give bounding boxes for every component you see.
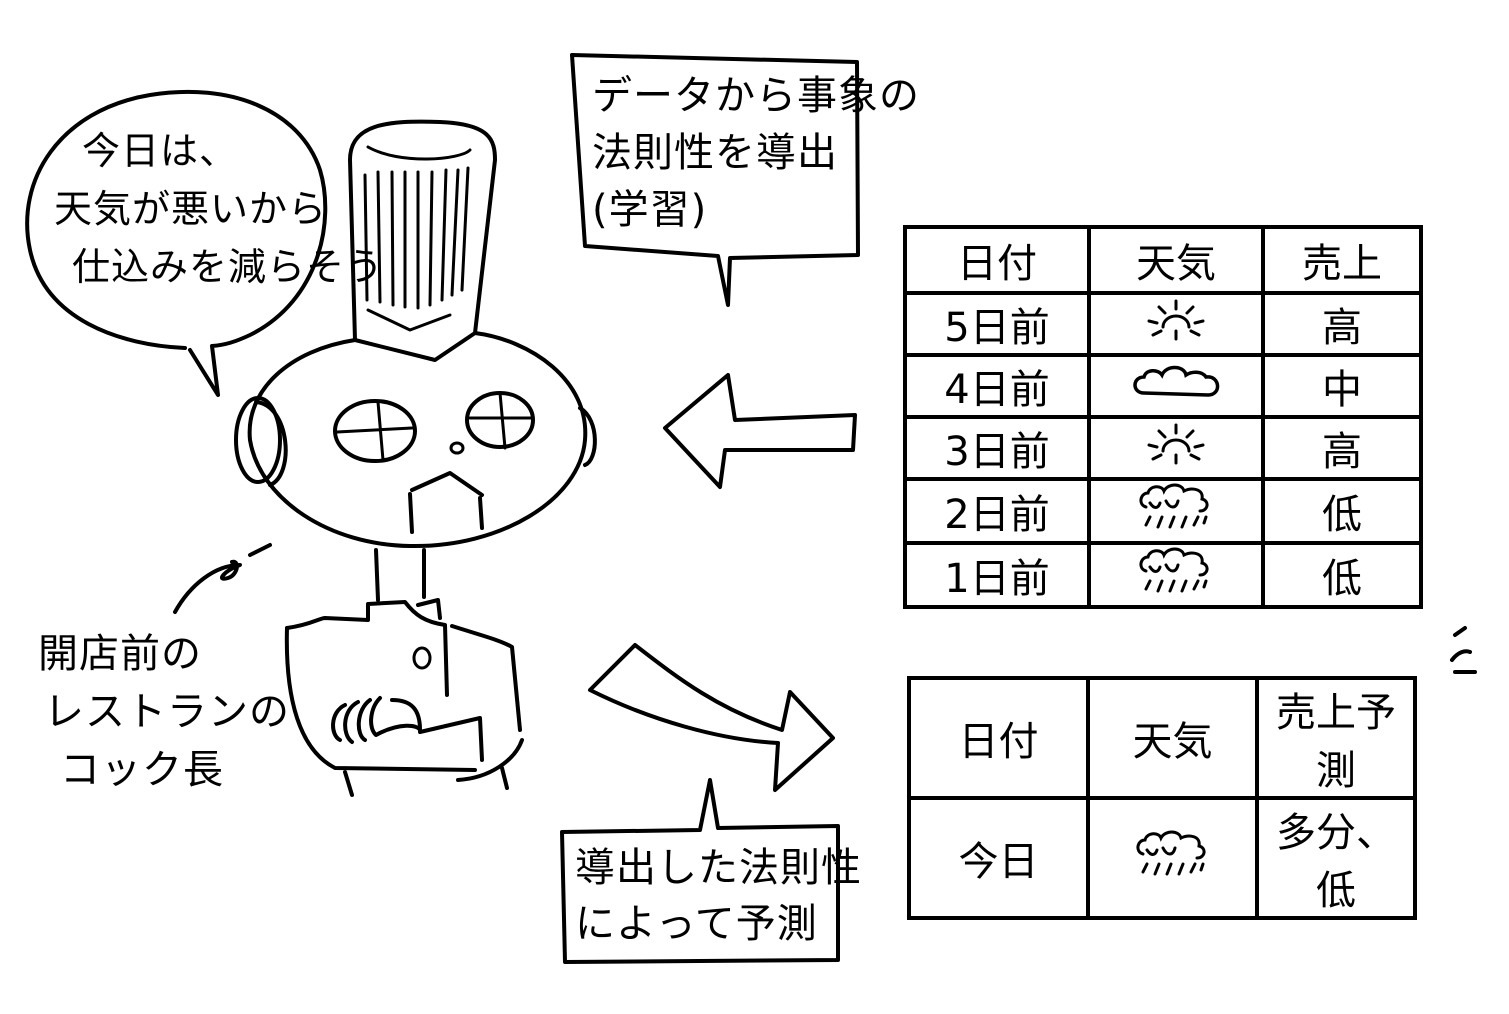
- learning-line: (学習): [592, 187, 708, 233]
- row-weather: [1087, 291, 1265, 357]
- learning-box-text: データから事象の 法則性を導出 (学習): [592, 68, 920, 239]
- header-date: 日付: [903, 225, 1091, 295]
- forecast-table: 日付 天気 売上予測 今日 多分、低: [907, 676, 1417, 920]
- mouth: [410, 471, 484, 497]
- table-row: 2日前 低: [903, 477, 1423, 545]
- row-sales: 高: [1261, 291, 1423, 357]
- speech-line: 天気が悪いから: [54, 187, 328, 231]
- row-weather: [1087, 541, 1265, 609]
- table-row: 3日前 高: [903, 415, 1423, 481]
- speech-line: 今日は、: [82, 129, 239, 173]
- sunny-icon: [1141, 297, 1211, 351]
- emphasis-marks: [1450, 626, 1477, 674]
- speech-bubble-outline: [25, 89, 328, 397]
- right-ear: [578, 406, 597, 467]
- row-date: 3日前: [903, 415, 1091, 481]
- row-weather: [1087, 353, 1265, 419]
- predict-arrow: [588, 643, 835, 792]
- row-weather: [1087, 477, 1265, 545]
- learning-line: 法則性を導出: [592, 130, 838, 176]
- row-sales: 低: [1261, 477, 1423, 545]
- character-label: 開店前の レストランの コック長: [38, 625, 290, 799]
- right-eye: [465, 391, 535, 450]
- row-weather: [1087, 415, 1265, 481]
- row-date: 2日前: [903, 477, 1091, 545]
- robot-body: [284, 548, 524, 797]
- rainy-icon: [1136, 545, 1216, 605]
- cloudy-icon: [1128, 361, 1224, 411]
- row-date: 5日前: [903, 291, 1091, 357]
- left-ear: [234, 396, 282, 484]
- speech-line: 仕込みを減らそう: [72, 245, 385, 289]
- speech-bubble-text: 今日は、 天気が悪いから 仕込みを減らそう: [54, 122, 385, 296]
- label-line: コック長: [60, 747, 224, 793]
- prediction-line: 導出した法則性: [575, 845, 862, 891]
- header-sales-forecast: 売上予測: [1255, 676, 1417, 800]
- prediction-box-text: 導出した法則性 によって予測: [575, 840, 862, 952]
- label-pointer: [173, 543, 272, 614]
- chef-hat: [348, 119, 497, 362]
- table-row: 5日前 高: [903, 291, 1423, 357]
- forecast-header-row: 日付 天気 売上予測: [907, 676, 1417, 800]
- header-weather: 天気: [1087, 225, 1265, 295]
- learn-arrow: [663, 373, 857, 489]
- row-sales: 中: [1261, 353, 1423, 419]
- row-sales: 低: [1261, 541, 1423, 609]
- header-date: 日付: [907, 676, 1090, 800]
- label-line: 開店前の: [38, 631, 202, 677]
- left-eye: [333, 399, 417, 463]
- robot-head: [234, 331, 597, 549]
- row-date: 今日: [907, 796, 1090, 920]
- history-header-row: 日付 天気 売上: [903, 225, 1423, 295]
- learning-box-outline: [570, 53, 860, 307]
- rainy-icon: [1136, 481, 1216, 541]
- history-table: 日付 天気 売上 5日前 高 4日前 中 3日前 高 2日前 低 1日前 低: [903, 225, 1423, 609]
- learning-line: データから事象の: [592, 73, 920, 119]
- table-row: 今日 多分、低: [907, 796, 1417, 920]
- nose: [449, 441, 465, 455]
- rainy-icon: [1133, 828, 1213, 888]
- header-weather: 天気: [1086, 676, 1259, 800]
- row-date: 4日前: [903, 353, 1091, 419]
- table-row: 1日前 低: [903, 541, 1423, 609]
- prediction-box-outline: [560, 778, 840, 964]
- row-weather: [1086, 796, 1259, 920]
- row-sales-forecast: 多分、低: [1255, 796, 1417, 920]
- row-date: 1日前: [903, 541, 1091, 609]
- prediction-line: によって予測: [575, 901, 818, 947]
- row-sales: 高: [1261, 415, 1423, 481]
- header-sales: 売上: [1261, 225, 1423, 295]
- sunny-icon: [1141, 421, 1211, 475]
- table-row: 4日前 中: [903, 353, 1423, 419]
- label-line: レストランの: [44, 689, 290, 735]
